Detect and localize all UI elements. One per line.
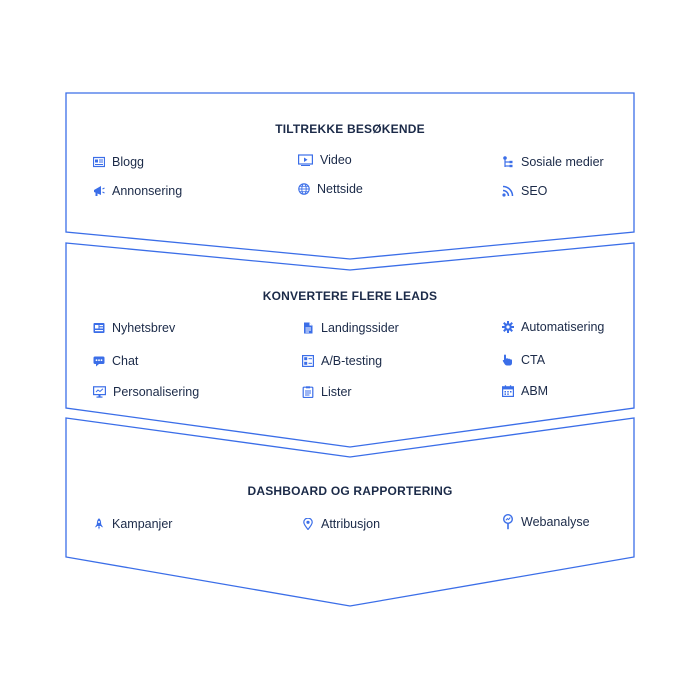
item-label: SEO [521,184,548,198]
item-kampanjer: Kampanjer [93,515,172,533]
item-label: Attribusjon [321,517,381,531]
item-blogg: Blogg [93,153,144,171]
item-webanalyse: Webanalyse [502,513,590,531]
rss-icon [502,185,514,197]
item-abm: ABM [502,382,548,400]
item-label: ABM [521,384,549,398]
blog-icon [93,156,105,168]
item-label: Landingssider [321,321,399,335]
globe-icon [298,183,310,195]
item-sosiale-medier: Sosiale medier [502,153,604,171]
item-label: Kampanjer [112,517,173,531]
funnel-stage-3-shape [65,417,635,607]
item-attribusjon: Attribusjon [302,515,380,533]
social-media-icon [502,156,514,168]
item-label: Nyhetsbrev [112,321,176,335]
item-nettside: Nettside [298,180,363,198]
item-lister: Lister [302,383,352,401]
item-nyhetsbrev: Nyhetsbrev [93,319,175,337]
item-label: A/B-testing [321,354,383,368]
stage-3-title: DASHBOARD OG RAPPORTERING [247,484,453,498]
item-label: Annonsering [112,184,183,198]
item-label: Automatisering [521,320,605,334]
item-seo: SEO [502,182,547,200]
funnel-stage-1-shape [65,92,635,260]
item-label: Webanalyse [521,515,590,529]
item-label: CTA [521,353,546,367]
monitor-icon [93,386,106,398]
chat-icon [93,355,105,367]
stage-2-title: KONVERTERE FLERE LEADS [262,289,438,303]
item-cta: CTA [502,351,545,369]
gear-icon [502,321,514,333]
item-label: Blogg [112,155,144,169]
video-icon [298,154,313,166]
rocket-icon [93,518,105,530]
item-annonsering: Annonsering [93,182,182,200]
document-icon [302,322,314,334]
location-pin-icon [302,518,314,530]
item-label: Video [320,153,352,167]
item-label: Nettside [317,182,363,196]
item-ab-testing: A/B-testing [302,352,382,370]
item-label: Personalisering [113,385,200,399]
stage-1-title: TILTREKKE BESØKENDE [275,122,425,136]
calendar-icon [502,385,514,397]
item-label: Chat [112,354,139,368]
item-landingssider: Landingssider [302,319,399,337]
funnel-stage-2-shape [65,242,635,448]
ab-test-icon [302,355,314,367]
item-chat: Chat [93,352,138,370]
item-label: Sosiale medier [521,155,604,169]
pointer-icon [502,354,514,366]
item-label: Lister [321,385,352,399]
list-icon [302,386,314,398]
megaphone-icon [93,185,105,197]
item-automatisering: Automatisering [502,318,604,336]
item-personalisering: Personalisering [93,383,199,401]
item-video: Video [298,151,352,169]
newsletter-icon [93,322,105,334]
magnifier-icon [502,514,514,530]
